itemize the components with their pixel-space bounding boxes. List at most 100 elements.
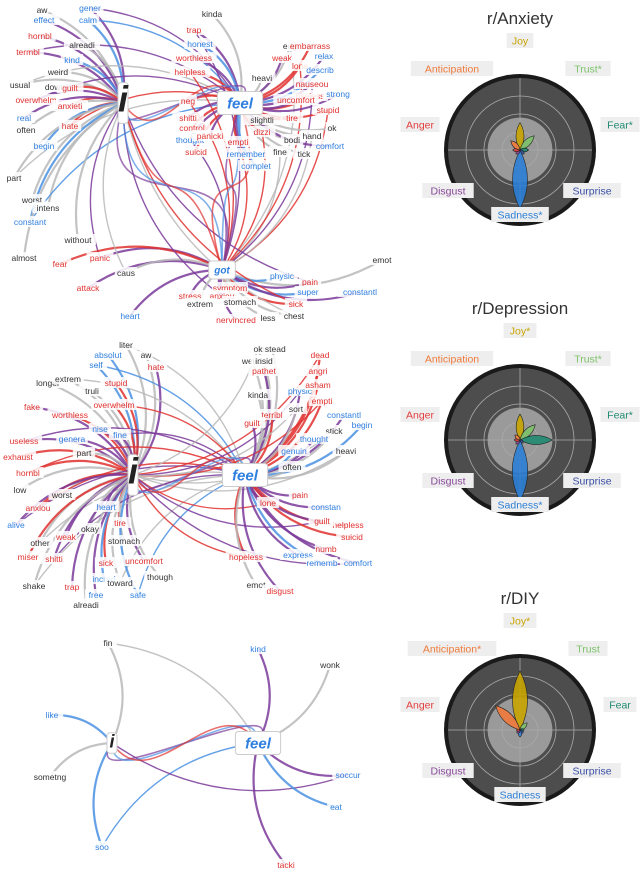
word-node-bg: [310, 50, 338, 61]
word-node-kind: kind: [60, 54, 84, 65]
word-node-bg: [266, 270, 298, 281]
word-node-bg: [144, 361, 168, 372]
rose-petals: [512, 413, 554, 502]
word-label: dizzi: [253, 127, 270, 137]
word-node-super: super: [294, 286, 322, 297]
word-label: instead: [258, 344, 286, 354]
hub-node-feel: feel: [234, 731, 282, 755]
word-node-calm: calm: [76, 14, 100, 25]
word-label: heavi: [252, 73, 272, 83]
word-label: aw: [37, 5, 49, 15]
word-node-genera: genera: [56, 433, 88, 444]
word-node-bg: [241, 114, 283, 125]
emotion-label-text: Trust*: [574, 354, 602, 366]
hub-node-bg: [216, 91, 264, 115]
word-label: effect: [34, 15, 55, 25]
word-label: neg: [181, 96, 195, 106]
word-node-panic: panic: [86, 252, 114, 263]
word-node-bg: [114, 267, 138, 278]
word-node-trap: trap: [182, 24, 206, 35]
word-node-overwhelm: overwhelm: [91, 399, 137, 410]
edge-self-b: [95, 364, 246, 476]
word-label: constant: [14, 217, 47, 227]
word-node-sick: sick: [284, 298, 308, 309]
word-node-bg: [198, 8, 226, 19]
word-label: constan: [311, 502, 341, 512]
word-node-heart: heart: [116, 310, 144, 321]
word-label: ok: [254, 344, 264, 354]
emotion-label-disgust: Disgust: [422, 473, 474, 488]
emotion-label-joy: Joy: [506, 33, 534, 48]
emotion-label-disgust: Disgust: [422, 763, 474, 778]
word-label: weird: [47, 67, 69, 77]
word-node-stupid: stupid: [100, 377, 132, 388]
word-node-bg: [86, 252, 114, 263]
word-node-weird: weird: [44, 66, 72, 77]
word-node-bg: [84, 589, 108, 600]
edge-chest-b: [122, 102, 295, 317]
word-label: low: [14, 485, 28, 495]
word-node-describ: describ: [301, 64, 339, 75]
word-node-bg: [126, 589, 150, 600]
word-node-bg: [31, 771, 69, 782]
word-node-nise: nise: [88, 423, 112, 434]
word-label: useless: [10, 436, 39, 446]
word-node-like: like: [40, 709, 64, 720]
emotion-label-bg: [563, 473, 621, 488]
word-label: complet: [241, 161, 271, 171]
network-diy-svg: finlikesometngsookindwonksoccureattackii…: [31, 637, 364, 870]
word-node-worthless: worthless: [171, 52, 217, 63]
edge-soo-b: [101, 742, 259, 848]
emotion-label-bg: [407, 641, 497, 656]
word-label: physic: [288, 386, 313, 396]
word-node-bg: [244, 579, 268, 590]
word-node-bg: [248, 126, 276, 137]
hub-node-got: got: [208, 260, 236, 280]
word-label: guilt: [244, 418, 260, 428]
word-label: bodi: [284, 135, 300, 145]
hub-node-bg: [127, 454, 139, 496]
word-node-complet: complet: [237, 160, 275, 171]
word-node-hornbl: hornbl: [12, 467, 44, 478]
word-node-often: often: [278, 461, 306, 472]
word-node-anxieti: anxieti: [51, 100, 89, 111]
edge-fin-b: [107, 642, 259, 744]
word-node-okay: okay: [78, 523, 102, 534]
rose-title: r/Depression: [472, 299, 568, 318]
word-node-bg: [327, 801, 345, 812]
emotion-label-anticipation: Anticipation: [410, 351, 494, 366]
word-node-bg: [272, 859, 300, 870]
word-node-uncomfort: uncomfort: [121, 555, 167, 566]
hub-node-i: i: [127, 451, 139, 496]
word-node-stomach: stomach: [105, 535, 143, 546]
word-node-pain: pain: [298, 276, 322, 287]
emotion-label-bg: [563, 183, 621, 198]
edge-low: [19, 466, 134, 491]
word-label: sometng: [34, 772, 67, 782]
word-label: incred: [92, 574, 115, 584]
word-label: safe: [130, 590, 146, 600]
word-label: hate: [148, 362, 165, 372]
word-node-often: often: [12, 124, 40, 135]
word-label: rememb: [306, 558, 337, 568]
word-label: guilt: [62, 83, 78, 93]
word-node-termbl: termbl: [12, 46, 44, 57]
emotion-label-trust: Trust: [568, 641, 608, 656]
word-node-shake: shake: [20, 580, 48, 591]
word-label: pathet: [252, 366, 276, 376]
word-node-bg: [314, 543, 338, 554]
word-node-bg: [270, 52, 294, 63]
word-node-bg: [0, 451, 37, 462]
word-label: down: [45, 82, 66, 92]
word-label: exhaust: [3, 452, 33, 462]
word-node-bg: [306, 557, 338, 568]
word-node-uncomfort: uncomfort: [273, 94, 319, 105]
word-label: emot: [373, 255, 393, 265]
word-label: suicid: [185, 147, 207, 157]
emotion-label-fear: Fear*: [600, 407, 640, 422]
edge-panic: [99, 247, 223, 271]
word-label: gener: [79, 3, 101, 13]
emotion-label-bg: [491, 497, 549, 512]
word-node-embarrass: embarrass: [287, 40, 333, 51]
